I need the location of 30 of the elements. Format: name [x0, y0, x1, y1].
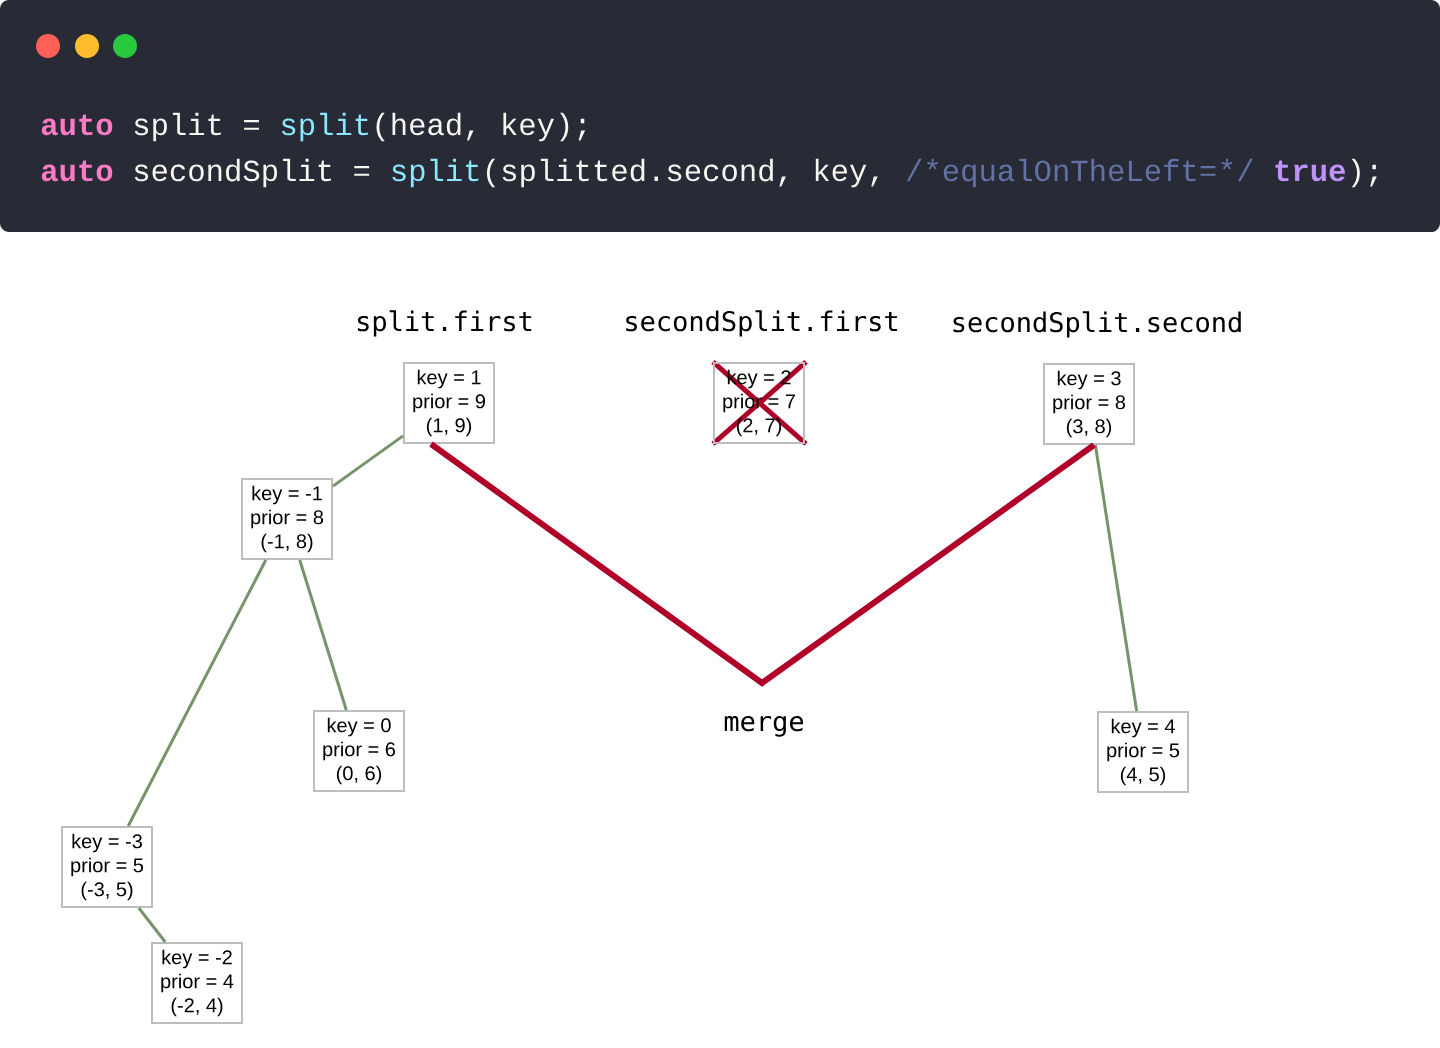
code-comment: */ [1221, 158, 1253, 182]
connector [137, 907, 167, 943]
connector [429, 441, 1096, 687]
connector [298, 559, 348, 711]
connector [332, 434, 404, 488]
code-text: split = [134, 112, 259, 142]
node-box: key = -3 prior = 5 (-3, 5) [61, 826, 153, 908]
code-keyword: true [1275, 160, 1345, 182]
connector [126, 559, 268, 827]
code-text: (head, key); [376, 112, 586, 142]
node-box: key = -1 prior = 8 (-1, 8) [241, 478, 333, 560]
heading-text: split.first [357, 310, 532, 337]
edge-label: merge [721, 713, 807, 739]
node-box: key = 4 prior = 5 (4, 5) [1097, 711, 1189, 793]
node-box: key = 0 prior = 6 (0, 6) [313, 710, 405, 792]
heading-text: secondSplit.first [626, 310, 897, 337]
code-comment: /* [906, 158, 938, 182]
node-box: key = 1 prior = 9 (1, 9) [403, 362, 495, 444]
connector [1093, 444, 1139, 712]
function-name: split [281, 112, 369, 142]
code-keyword: auto [41, 160, 113, 182]
code-text: ); [1351, 158, 1377, 188]
function-name: split [392, 158, 479, 188]
node-box: key = 3 prior = 8 (3, 8) [1043, 363, 1135, 445]
node-box: key = -2 prior = 4 (-2, 4) [151, 942, 243, 1024]
code-keyword: auto [41, 114, 113, 136]
code-comment: equalOnTheLeft= [943, 158, 1216, 188]
code-text: (splitted.second, key, [486, 158, 878, 188]
heading-text: secondSplit.second [953, 311, 1241, 338]
code-text: secondSplit = [134, 158, 370, 188]
